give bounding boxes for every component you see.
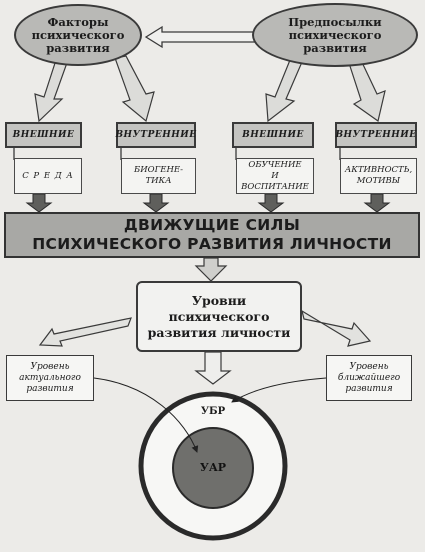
prereq-line-1: Предпосылки — [288, 14, 382, 29]
factors-line-3: развития — [46, 40, 110, 55]
pointer-proximal — [231, 377, 327, 403]
actual-line-1: Уровень — [30, 361, 70, 372]
down-arrow-3 — [257, 193, 285, 213]
levels-line-2: психического — [168, 308, 270, 324]
category-external-1: ВНЕШНИЕ — [5, 122, 82, 148]
actual-development-box: Уровень актуального развития — [6, 355, 94, 401]
factors-line-1: Факторы — [47, 14, 109, 29]
category-external-2: ВНЕШНИЕ — [232, 122, 314, 148]
factors-oval: Факторы психического развития — [14, 4, 142, 66]
prereq-line-2: психического — [288, 27, 382, 42]
levels-box: Уровни психического развития личности — [136, 281, 302, 352]
banner-line-1: ДВИЖУЩИЕ СИЛЫ — [123, 216, 301, 234]
prerequisites-oval: Предпосылки психического развития — [252, 3, 418, 67]
item-environment: С Р Е Д А — [14, 158, 82, 194]
proximal-development-box: Уровень ближайшего развития — [326, 355, 412, 401]
down-arrow-4 — [363, 193, 391, 213]
proximal-line-1: Уровень — [349, 361, 389, 372]
item-education-line-1: ОБУЧЕНИЕ — [248, 159, 302, 170]
item-biogenetics: БИОГЕНЕ- ТИКА — [121, 158, 196, 194]
item-environment-text: С Р Е Д А — [22, 170, 74, 181]
down-arrow-1 — [25, 193, 53, 213]
category-internal-1: ВНУТРЕННИЕ — [115, 122, 196, 148]
item-education: ОБУЧЕНИЕ И ВОСПИТАНИЕ — [236, 158, 314, 194]
arrow-prereq-external — [265, 59, 303, 123]
item-activity-line-2: МОТИВЫ — [356, 176, 401, 186]
arrow-levels-down — [194, 351, 232, 385]
label-ubr: УБР — [200, 406, 226, 417]
actual-line-3: развития — [26, 383, 74, 394]
actual-line-2: актуального — [19, 372, 81, 383]
item-education-line-3: ВОСПИТАНИЕ — [241, 181, 309, 192]
item-biogenetics-line-1: БИОГЕНЕ- — [134, 165, 183, 175]
arrow-banner-to-levels — [194, 257, 228, 282]
arrow-levels-left — [38, 317, 132, 347]
arrow-factors-internal — [114, 55, 155, 123]
proximal-line-3: развития — [345, 383, 393, 394]
item-biogenetics-line-2: ТИКА — [145, 176, 172, 186]
item-activity-line-1: АКТИВНОСТЬ, — [344, 165, 413, 175]
factors-line-2: психического — [31, 27, 125, 42]
item-activity: АКТИВНОСТЬ, МОТИВЫ — [340, 158, 417, 194]
arrow-levels-right — [301, 309, 372, 347]
levels-line-1: Уровни — [191, 292, 247, 308]
arrow-factors-external — [34, 59, 69, 123]
prereq-line-3: развития — [303, 40, 367, 55]
label-uar: УАР — [199, 461, 227, 474]
pointer-actual — [93, 377, 199, 453]
item-education-line-2: И — [271, 170, 279, 181]
category-internal-2: ВНУТРЕННИЕ — [335, 122, 417, 148]
proximal-line-2: ближайшего — [337, 372, 401, 383]
driving-forces-banner: ДВИЖУЩИЕ СИЛЫ ПСИХИЧЕСКОГО РАЗВИТИЯ ЛИЧН… — [4, 212, 420, 258]
banner-line-2: ПСИХИЧЕСКОГО РАЗВИТИЯ ЛИЧНОСТИ — [32, 235, 392, 253]
levels-line-3: развития личности — [147, 324, 291, 340]
down-arrow-2 — [142, 193, 170, 213]
